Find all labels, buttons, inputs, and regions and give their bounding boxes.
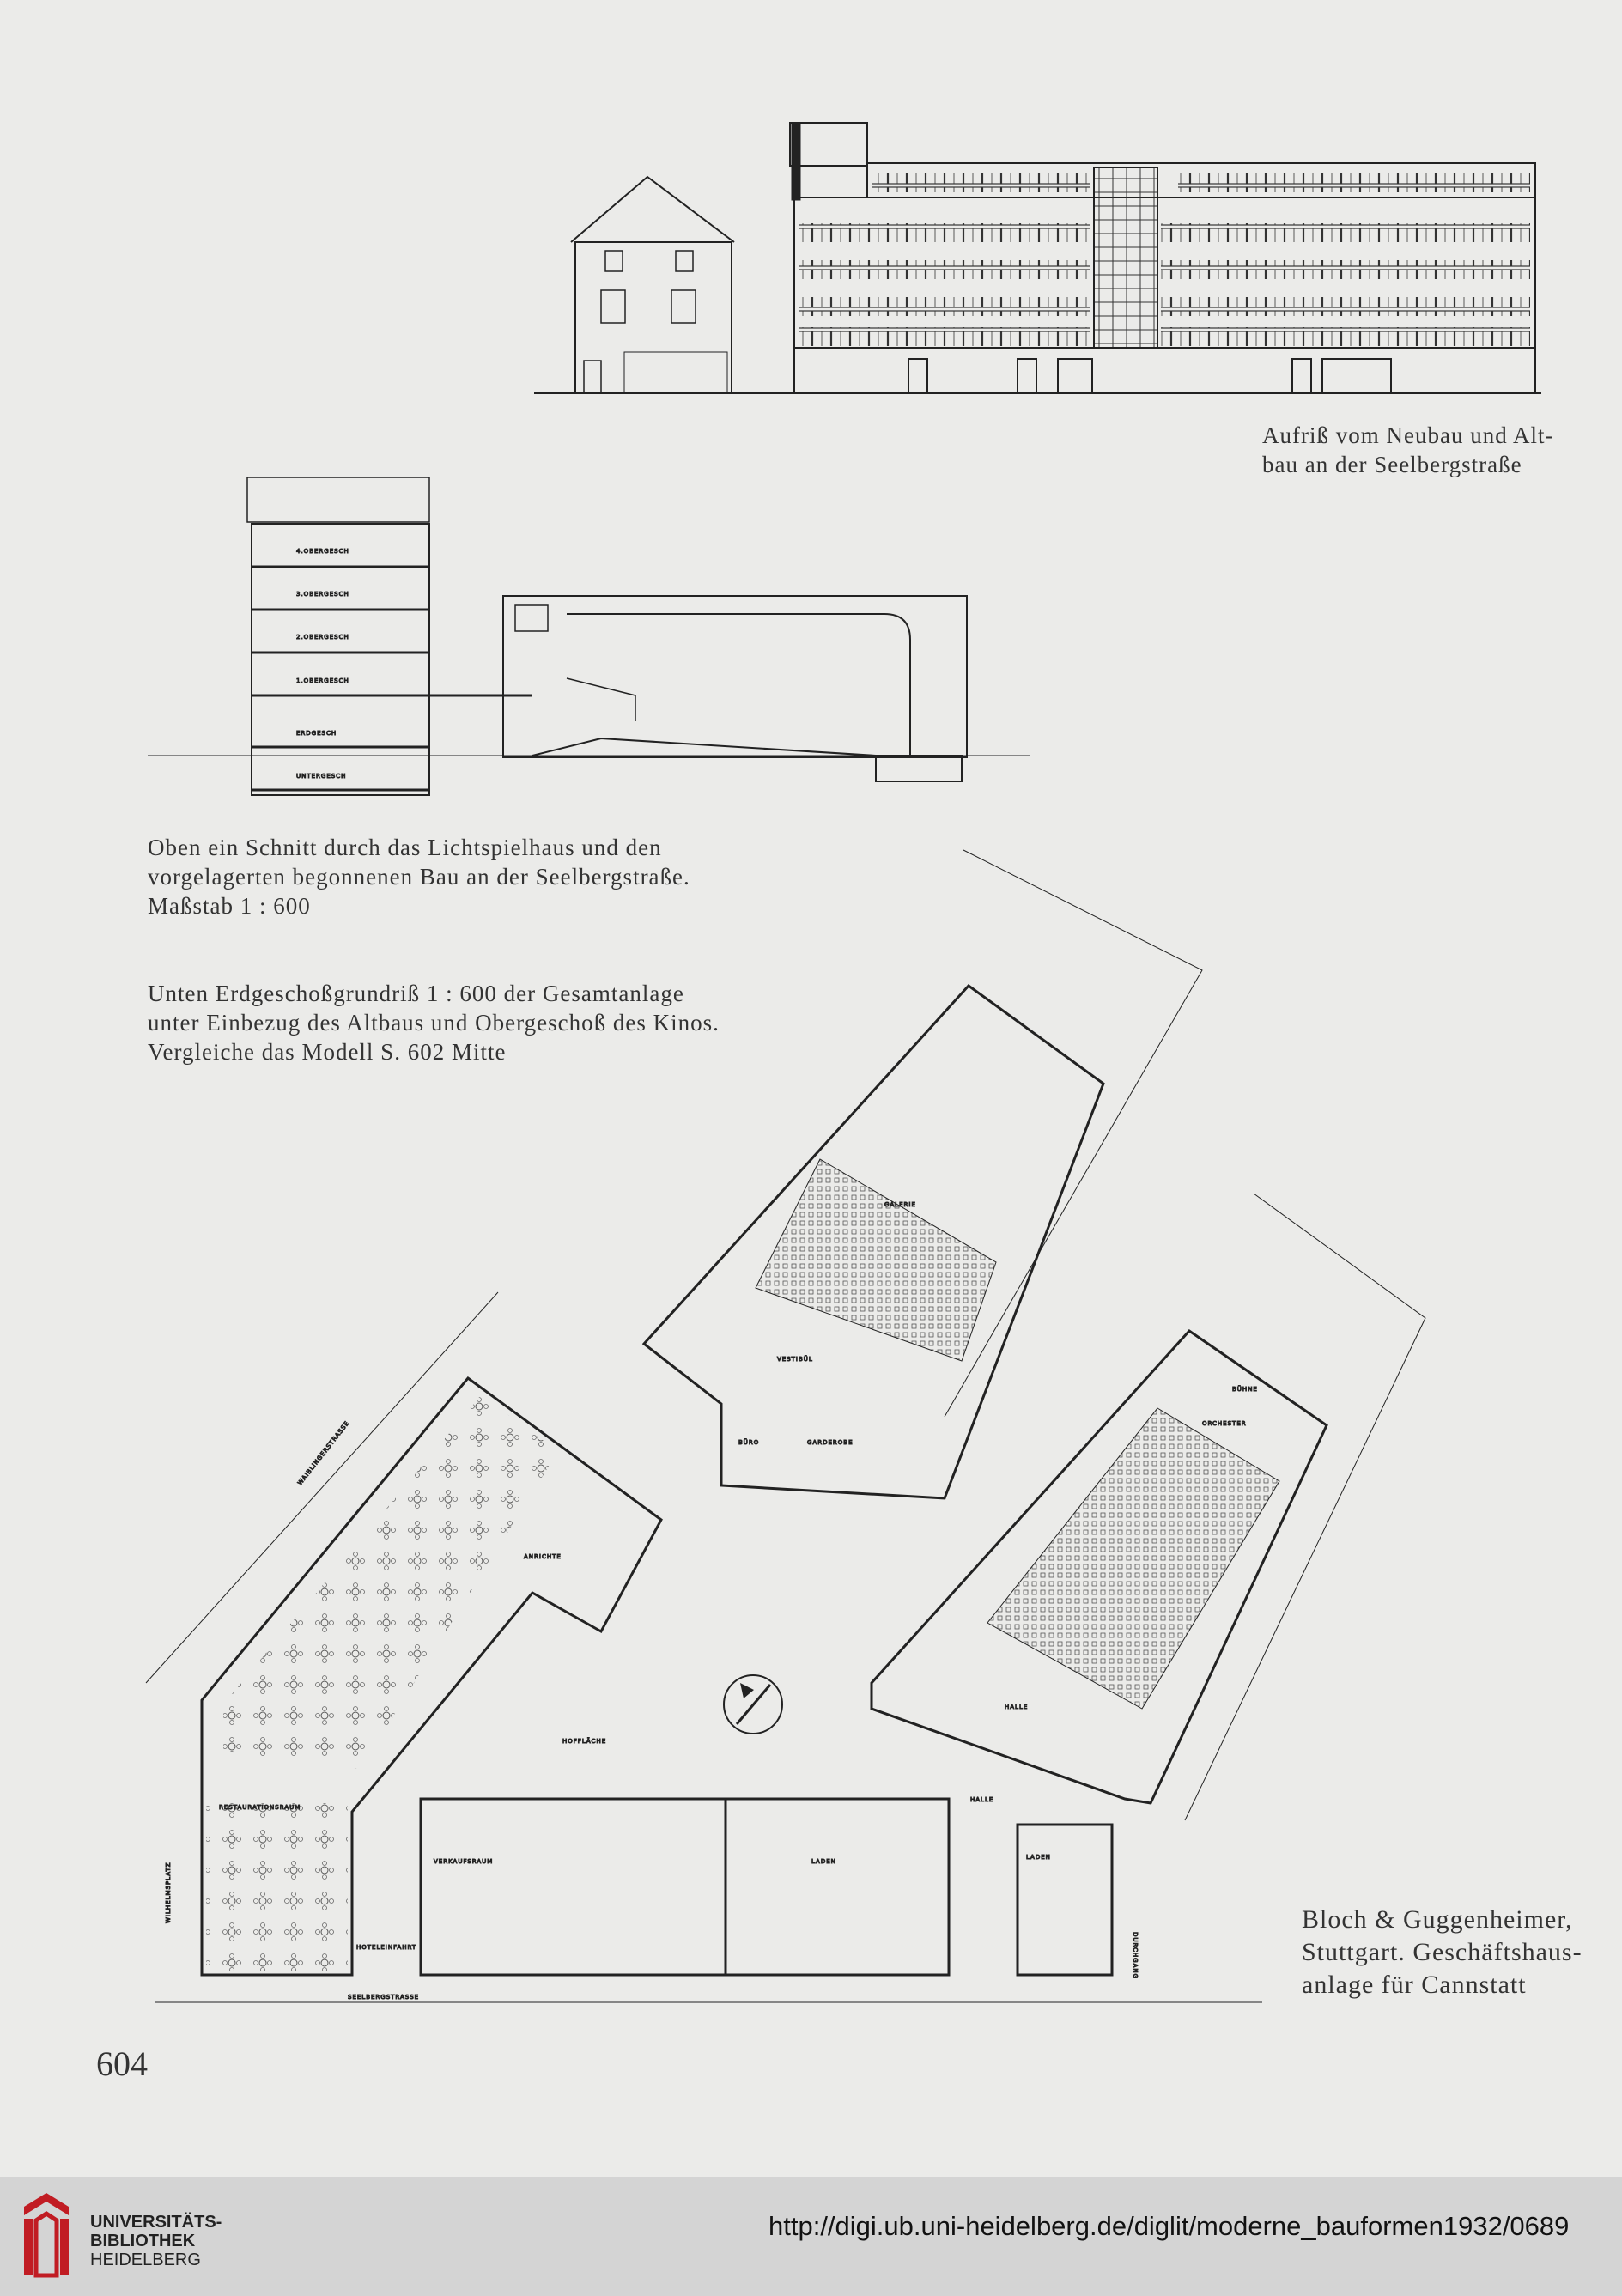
section-caption-line: Oben ein Schnitt durch das Lichtspielhau… <box>148 835 662 860</box>
section-label-4og: 4.OBERGESCH <box>296 548 349 555</box>
section-label-ug: UNTERGESCH <box>296 773 346 780</box>
source-url-link[interactable]: http://digi.ub.uni-heidelberg.de/diglit/… <box>768 2211 1570 2241</box>
anrichte-label: ANRICHTE <box>524 1553 562 1560</box>
library-name: UNIVERSITÄTS- BIBLIOTHEK HEIDELBERG <box>90 2213 222 2269</box>
restaurant-label: RESTAURATIONSRAUM <box>219 1804 301 1811</box>
cinema-hall-plan: BÜHNE ORCHESTER HALLE HALLE <box>870 1329 1328 1805</box>
section-caption: Oben ein Schnitt durch das Lichtspielhau… <box>148 833 690 920</box>
section-drawing: 4.OBERGESCH 3.OBERGESCH 2.OBERGESCH 1.OB… <box>148 477 1030 796</box>
wilhelmsplatz-label: WILHELMSPLATZ <box>165 1862 172 1923</box>
halle-label-2: HALLE <box>970 1796 993 1803</box>
section-label-1og: 1.OBERGESCH <box>296 677 349 684</box>
credit-caption: Bloch & Guggenheimer, Stuttgart. Geschäf… <box>1302 1904 1583 2001</box>
library-footer: UNIVERSITÄTS- BIBLIOTHEK HEIDELBERG http… <box>0 2177 1622 2296</box>
halle-label-1: HALLE <box>1005 1704 1028 1710</box>
elevation-caption: Aufriß vom Neubau und Alt- bau an der Se… <box>1262 421 1553 479</box>
old-building-elevation <box>570 175 735 394</box>
restaurant-wing-plan: RESTAURATIONSRAUM ANRICHTE <box>200 1376 663 1977</box>
cinema-gallery-plan: GALERIE VESTIBÜL BÜRO GARDEROBE <box>641 983 1105 1500</box>
section-label-eg: ERDGESCH <box>296 730 337 737</box>
credit-caption-line: Stuttgart. Geschäftshaus- <box>1302 1938 1583 1966</box>
waiblingerstrasse-label: WAIBLINGERSTRASSE <box>296 1419 350 1486</box>
elevation-caption-line: Aufriß vom Neubau und Alt- <box>1262 422 1554 448</box>
plan-caption: Unten Erdgeschoßgrundriß 1 : 600 der Ges… <box>148 979 720 1066</box>
section-label-2og: 2.OBERGESCH <box>296 634 349 641</box>
book-page: 4.OBERGESCH 3.OBERGESCH 2.OBERGESCH 1.OB… <box>96 122 1583 2083</box>
credit-caption-line: Bloch & Guggenheimer, <box>1302 1905 1573 1934</box>
plan-caption-line: unter Einbezug des Altbaus und Obergesch… <box>148 1010 720 1036</box>
verkaufsraum-label: VERKAUFSRAUM <box>434 1858 493 1865</box>
plan-caption-line: Vergleiche das Modell S. 602 Mitte <box>148 1039 507 1065</box>
page-number: 604 <box>96 2044 148 2083</box>
hoteleinfahrt-label: HOTELEINFAHRT <box>356 1944 416 1951</box>
elevation-drawing <box>534 122 1541 394</box>
plan-drawing: GALERIE VESTIBÜL BÜRO GARDEROBE BÜHNE OR… <box>145 849 1426 2003</box>
laden-label-2: LADEN <box>1026 1854 1051 1861</box>
elevation-caption-line: bau an der Seelbergstraße <box>1262 452 1522 477</box>
vestibul-label: VESTIBÜL <box>777 1355 813 1363</box>
credit-caption-line: anlage für Cannstatt <box>1302 1971 1527 1999</box>
north-arrow-icon <box>723 1674 783 1734</box>
architectural-drawings: 4.OBERGESCH 3.OBERGESCH 2.OBERGESCH 1.OB… <box>145 122 1541 2003</box>
seelbergstrasse-label: SEELBERGSTRASSE <box>348 1994 419 2001</box>
new-building-elevation <box>789 122 1536 394</box>
section-caption-line: Maßstab 1 : 600 <box>148 893 311 919</box>
library-name-line: BIBLIOTHEK <box>90 2232 196 2250</box>
shops-plan: VERKAUFSRAUM LADEN LADEN HOTELEINFAHRT D… <box>356 1797 1139 1980</box>
garderobe-label: GARDEROBE <box>807 1439 854 1446</box>
section-label-3og: 3.OBERGESCH <box>296 591 349 598</box>
section-caption-line: vorgelagerten begonnenen Bau an der Seel… <box>148 864 690 890</box>
orchester-label: ORCHESTER <box>1202 1420 1247 1427</box>
library-name-line: HEIDELBERG <box>90 2250 201 2269</box>
library-name-line: UNIVERSITÄTS- <box>90 2213 222 2232</box>
durchgang-label: DURCHGANG <box>1132 1932 1139 1979</box>
hofflaeche-label: HOFFLÄCHE <box>562 1737 606 1745</box>
galerie-label: GALERIE <box>884 1201 916 1208</box>
laden-label-1: LADEN <box>811 1858 836 1865</box>
buero-label: BÜRO <box>738 1438 759 1446</box>
buehne-label: BÜHNE <box>1232 1385 1258 1393</box>
library-logo-icon <box>24 2193 69 2278</box>
plan-caption-line: Unten Erdgeschoßgrundriß 1 : 600 der Ges… <box>148 981 684 1006</box>
